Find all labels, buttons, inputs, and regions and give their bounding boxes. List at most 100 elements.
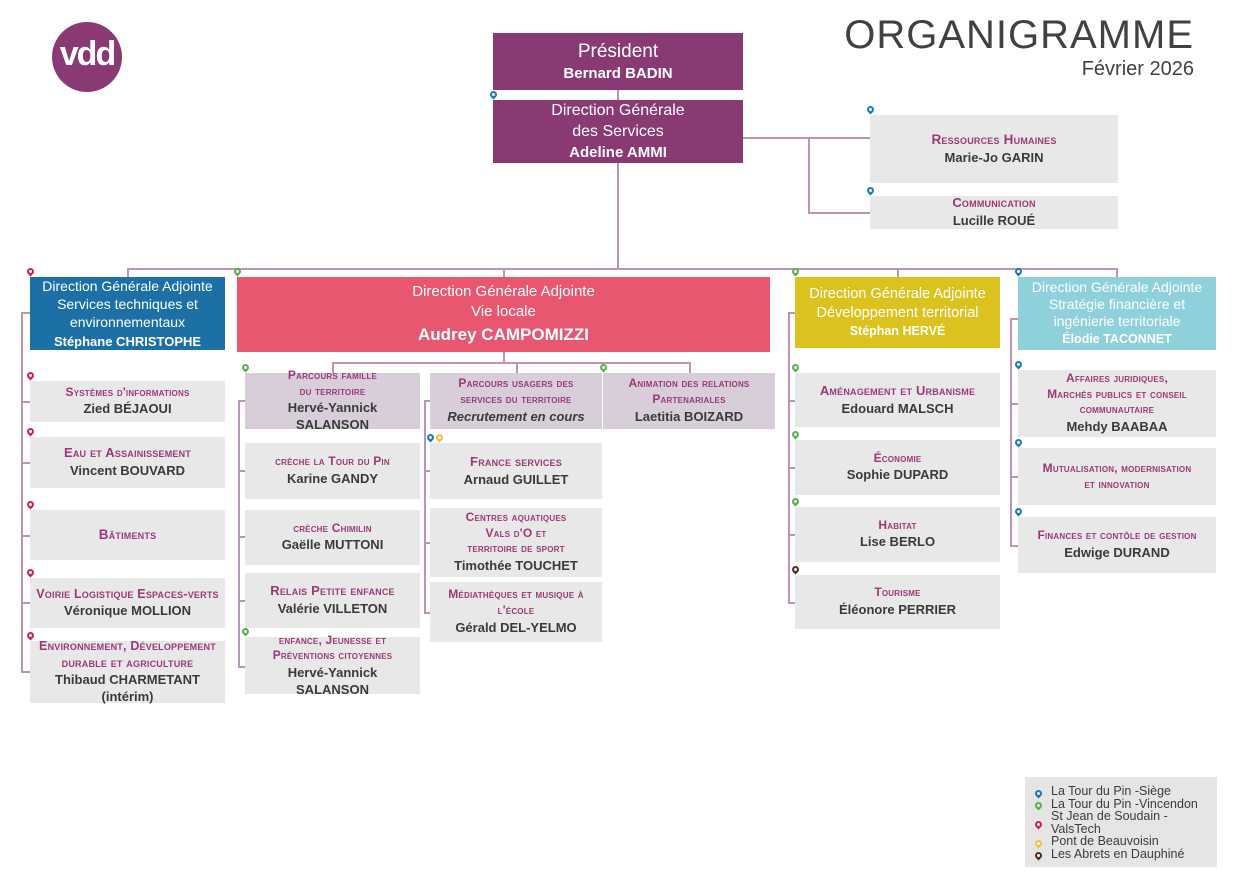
legend-item: St Jean de Soudain - ValsTech: [1033, 809, 1207, 836]
connector-line: [424, 612, 430, 614]
connector-line: [788, 312, 790, 603]
box-animation-partenariales: Animation des relations Partenariales La…: [598, 362, 775, 429]
connector-line: [332, 362, 334, 373]
service-title: crèche Chimilin: [293, 520, 372, 535]
connector-line: [21, 312, 23, 672]
legend-label: St Jean de Soudain - ValsTech: [1051, 809, 1168, 836]
location-pin-icon: [790, 496, 801, 507]
connector-line: [1010, 318, 1012, 546]
box-mediatheques-musique: Médiathèques et musique à l'école Gérald…: [430, 582, 602, 642]
box-affaires-juridiques: Affaires juridiques, Marchés publics et …: [1013, 359, 1216, 437]
connector-line: [1116, 268, 1118, 278]
manager-name: Laetitia BOIZARD: [634, 408, 744, 424]
service-title: Ressources Humaines: [931, 132, 1057, 148]
service-title: Voirie Logistique Espaces-verts: [36, 586, 219, 601]
manager-name: Thibaud CHARMETANT (intérim): [55, 671, 200, 704]
manager-name: Lise BERLO: [859, 534, 936, 550]
connector-line: [808, 137, 810, 213]
service-title: Environnement, Développement durable et …: [39, 639, 216, 670]
recruitment-status: Recrutement en cours: [447, 408, 585, 424]
connector-line: [21, 535, 30, 537]
manager-name: Stéphane CHRISTOPHE: [53, 333, 202, 349]
location-pin-icon: [598, 362, 609, 373]
box-voirie-logistique: Voirie Logistique Espaces-verts Véroniqu…: [25, 567, 225, 628]
connector-line: [127, 268, 129, 278]
legend-label: Pont de Beauvoisin: [1051, 834, 1159, 848]
red-pin-icon: [1033, 819, 1044, 830]
box-dga-developpement-territorial: Direction Générale Adjointe Développemen…: [790, 266, 1000, 348]
service-title: enfance, Jeunesse et Préventions citoyen…: [272, 632, 393, 663]
manager-name: Marie-Jo GARIN: [944, 149, 1044, 165]
service-title: Économie: [873, 450, 922, 465]
connector-line: [238, 470, 245, 472]
manager-name: Mehdy BAABAA: [1066, 418, 1168, 434]
location-legend: La Tour du Pin -Siège La Tour du Pin -Vi…: [1025, 777, 1217, 867]
vdd-logo: vdd: [52, 22, 122, 92]
manager-name: Hervé-Yannick SALANSON: [287, 664, 378, 697]
manager-name: Arnaud GUILLET: [463, 471, 569, 487]
location-pin-icon: [790, 564, 801, 575]
box-eau-assainissement: Eau et Assainissement Vincent BOUVARD: [25, 426, 225, 488]
page-subtitle: Février 2026: [1081, 58, 1194, 80]
connector-line: [424, 470, 430, 472]
service-title: Animation des relations Partenariales: [628, 376, 750, 407]
service-title: crèche la Tour du Pin: [275, 454, 390, 469]
service-title: Habitat: [878, 517, 917, 532]
connector-line: [21, 671, 30, 673]
legend-label: La Tour du Pin -Vincendon: [1051, 796, 1198, 811]
service-title: Mutualisation, modernisation et innovati…: [1042, 460, 1192, 491]
manager-name: Edouard MALSCH: [841, 400, 954, 416]
manager-name: Vincent BOUVARD: [69, 463, 186, 478]
connector-line: [1010, 545, 1018, 547]
service-title: France services: [470, 453, 562, 469]
manager-name: Edwige DURAND: [1064, 544, 1170, 560]
connector-line: [788, 467, 795, 469]
connector-line: [21, 312, 30, 314]
location-pin-icon: [434, 432, 445, 443]
connector-line: [332, 362, 690, 364]
location-pin-icon: [865, 104, 876, 115]
box-environnement-developpement: Environnement, Développement durable et …: [25, 630, 225, 704]
service-title: Tourisme: [874, 585, 921, 600]
manager-name: Karine GANDY: [286, 470, 379, 486]
service-title: Eau et Assainissement: [63, 445, 191, 461]
box-economie: Économie Sophie DUPARD: [790, 429, 1000, 495]
document-title-block: ORGANIGRAMME Février 2026: [844, 14, 1194, 81]
manager-name: Hervé-Yannick SALANSON: [287, 400, 378, 433]
connector-line: [1010, 476, 1018, 478]
dga-title: Direction Générale Adjointe Stratégie fi…: [1031, 279, 1203, 329]
connector-line: [743, 137, 870, 139]
legend-item: La Tour du Pin -Siège: [1033, 784, 1207, 799]
manager-name: Lucille ROUÉ: [952, 213, 1036, 228]
legend-label: La Tour du Pin -Siège: [1051, 784, 1171, 798]
location-pin-icon: [25, 499, 36, 510]
service-title: Médiathèques et musique à l'école: [448, 587, 584, 618]
connector-line: [238, 400, 245, 402]
location-pin-icon: [25, 567, 36, 578]
connector-line: [21, 462, 30, 464]
legend-item: Les Abrets en Dauphiné: [1033, 846, 1207, 861]
connector-line: [689, 362, 691, 373]
location-pin-icon: [25, 266, 36, 277]
box-direction-generale-services: Direction Générale des Services Adeline …: [488, 89, 743, 163]
manager-name: Timothée TOUCHET: [454, 557, 578, 573]
manager-name: Élodie TACONNET: [1062, 331, 1172, 346]
location-pin-icon: [865, 185, 876, 196]
box-communication: Communication Lucille ROUÉ: [865, 185, 1118, 229]
location-pin-icon: [25, 426, 36, 437]
legend-label: Les Abrets en Dauphiné: [1051, 846, 1185, 861]
service-title: Communication: [952, 195, 1036, 211]
manager-name: Éléonore PERRIER: [838, 601, 957, 617]
location-pin-icon: [425, 432, 436, 443]
connector-line: [788, 400, 795, 402]
page-title: ORGANIGRAMME: [844, 13, 1194, 57]
connector-line: [617, 90, 619, 101]
legend-item: Pont de Beauvoisin: [1033, 834, 1207, 849]
box-dga-strategie-financiere: Direction Générale Adjointe Stratégie fi…: [1013, 266, 1216, 350]
location-pin-icon: [240, 362, 251, 373]
connector-line: [238, 400, 240, 666]
service-title: Parcours famille du territoire: [287, 368, 378, 398]
box-france-services: France services Arnaud GUILLET: [425, 432, 602, 499]
service-title: Affaires juridiques, Marchés publics et …: [1047, 371, 1187, 417]
location-pin-icon: [1013, 506, 1024, 517]
